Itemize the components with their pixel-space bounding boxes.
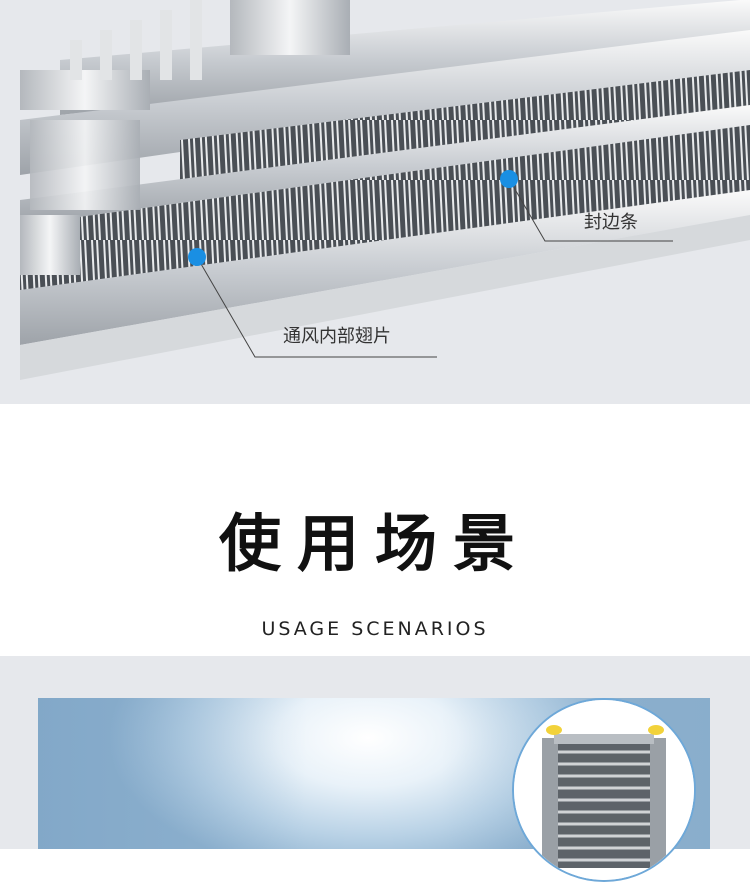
- edge-strip-marker: [500, 170, 518, 188]
- fins-leader: [196, 256, 437, 358]
- edge-strip-label: 封边条: [584, 212, 638, 233]
- port-cap-right: [648, 725, 664, 735]
- fins-marker: [188, 248, 206, 266]
- port-cap-left: [546, 725, 562, 735]
- fin-detail-panel: 封边条 通风内部翅片: [0, 0, 750, 404]
- section-subtitle: USAGE SCENARIOS: [261, 618, 489, 640]
- product-thumbnail: [512, 698, 696, 882]
- edge-strip-leader: [508, 178, 673, 242]
- inner-fins-label: 通风内部翅片: [283, 326, 391, 347]
- section-title: 使用场景: [218, 507, 531, 580]
- cooler-product-image: [514, 700, 694, 880]
- fin-closeup-illustration: [20, 0, 750, 380]
- usage-section-header: 使用场景 USAGE SCENARIOS: [0, 404, 750, 656]
